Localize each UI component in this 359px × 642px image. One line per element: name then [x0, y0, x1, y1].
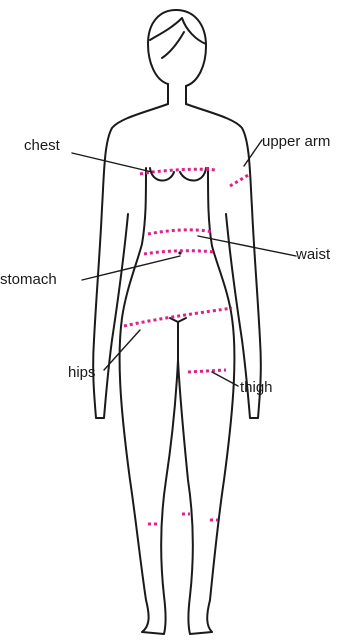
- hair: [150, 18, 206, 58]
- chest-label: chest: [24, 138, 60, 153]
- upper-arm-label: upper arm: [262, 134, 330, 149]
- stomach-label: stomach: [0, 272, 57, 287]
- thigh-measure-line: [188, 370, 226, 372]
- chest-leader: [72, 153, 152, 172]
- right-silhouette: [186, 104, 261, 418]
- left-torso-leg: [120, 168, 178, 634]
- hips-label: hips: [68, 365, 96, 380]
- waist-label: waist: [296, 247, 330, 262]
- upper-arm-measure-line: [230, 174, 250, 186]
- crotch: [170, 318, 186, 322]
- thigh-label: thigh: [240, 380, 273, 395]
- hips-leader: [104, 330, 140, 370]
- knee-marks: [148, 514, 218, 524]
- waist-measure-line: [148, 230, 212, 234]
